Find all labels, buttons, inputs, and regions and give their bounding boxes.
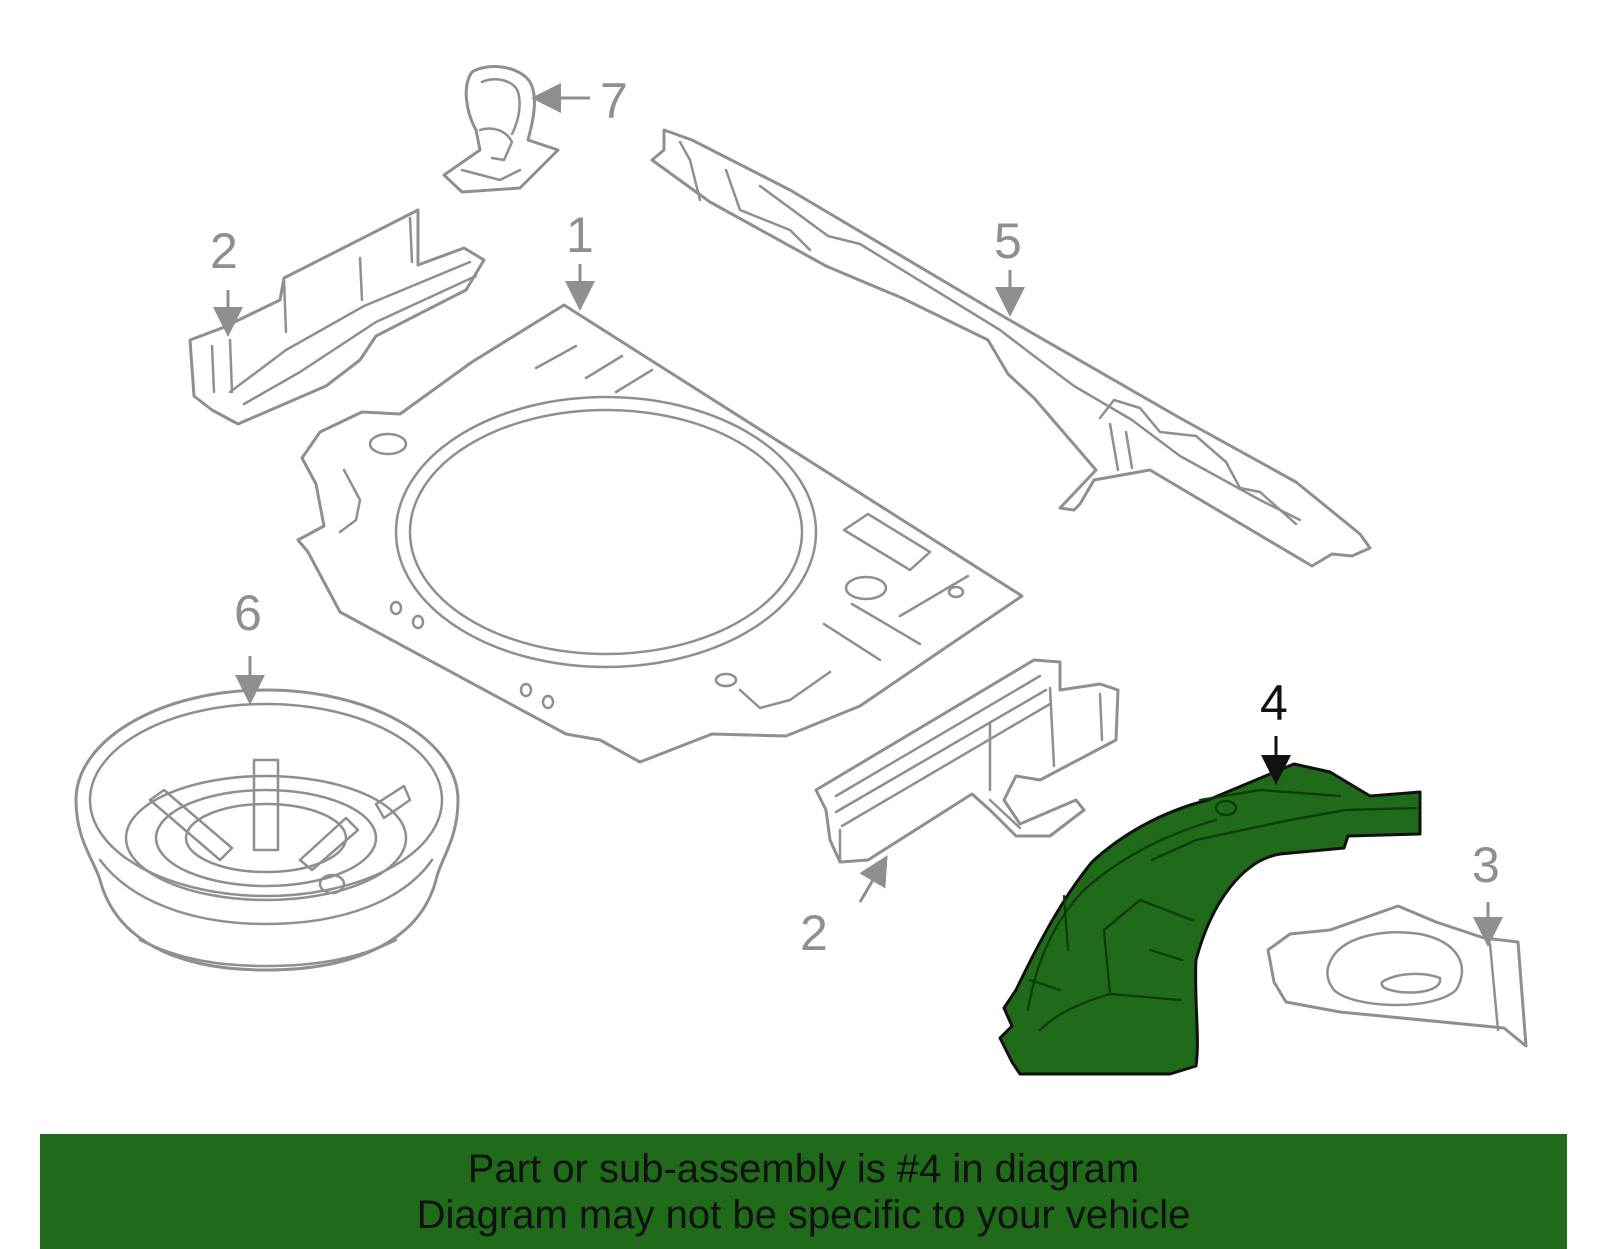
part-7-bracket — [442, 65, 560, 194]
callout-1: 1 — [566, 207, 594, 263]
callout-5: 5 — [994, 213, 1022, 269]
callout-6: 6 — [234, 585, 262, 641]
banner-line-1: Part or sub-assembly is #4 in diagram — [467, 1147, 1140, 1191]
callout-2-lower: 2 — [800, 905, 828, 961]
part-6-spare-tire-well — [74, 688, 460, 972]
part-5-cross-member — [650, 128, 1372, 568]
part-1-floor-pan — [296, 303, 1024, 764]
callout-2-upper: 2 — [210, 223, 238, 279]
info-banner: Part or sub-assembly is #4 in diagram Di… — [40, 1134, 1567, 1249]
banner-line-2: Diagram may not be specific to your vehi… — [416, 1193, 1191, 1237]
part-3-bracket — [1266, 904, 1528, 1048]
callout-arrow-2b — [858, 855, 888, 903]
part-2-rail-upper — [188, 208, 486, 426]
callout-3: 3 — [1472, 837, 1500, 893]
part-4-wheelhouse-highlighted — [998, 762, 1422, 1076]
callout-4: 4 — [1260, 675, 1288, 731]
part-2-rail-lower — [814, 658, 1120, 864]
callout-7: 7 — [600, 73, 628, 129]
